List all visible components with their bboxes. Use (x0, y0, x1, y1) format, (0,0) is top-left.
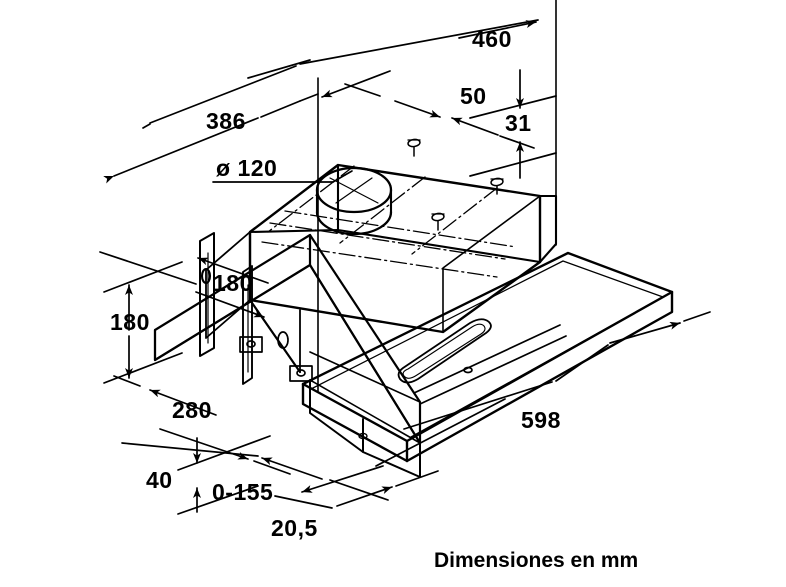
dim-label-40: 40 (146, 467, 173, 493)
pullout-visor (301, 251, 674, 463)
duct-outlet (315, 166, 393, 236)
handle-recess (397, 318, 492, 384)
dim-label-386: 386 (206, 108, 246, 134)
lower-carcass (205, 231, 302, 374)
dim-label-diameter-120: ø 120 (216, 155, 278, 181)
dim-label-180-inner: 180 (213, 270, 253, 296)
dim-31 (469, 69, 557, 179)
dim-386-right-arrow (321, 70, 391, 98)
dim-label-598: 598 (521, 407, 561, 433)
top-face-centerlines (261, 165, 517, 278)
mounting-tabs (239, 331, 313, 382)
dim-598 (301, 311, 711, 493)
top-fixing-holes (407, 138, 504, 231)
dim-label-50: 50 (460, 83, 487, 109)
divider-panel (242, 265, 253, 385)
dim-label-180-vertical: 180 (110, 309, 150, 335)
units-caption: Dimensiones en mm (434, 549, 639, 572)
hood-geometry (153, 0, 674, 478)
dim-label-20-5: 20,5 (271, 515, 318, 541)
dim-diameter-120-leader (212, 170, 353, 183)
dim-460 (142, 19, 539, 129)
dim-label-31: 31 (505, 110, 532, 136)
dim-label-280: 280 (172, 397, 212, 423)
telescopic-side-rail (413, 324, 567, 405)
dim-386 (103, 93, 319, 184)
dim-50 (344, 83, 535, 149)
dim-0-155 (121, 442, 389, 501)
dim-label-0-155: 0-155 (212, 479, 274, 505)
dimension-lines (99, 19, 711, 515)
base-rail (153, 233, 422, 478)
dim-label-460: 460 (472, 26, 512, 52)
dim-20-5 (274, 470, 439, 509)
upper-body-block (248, 163, 558, 334)
dim-180-inner (99, 251, 269, 318)
